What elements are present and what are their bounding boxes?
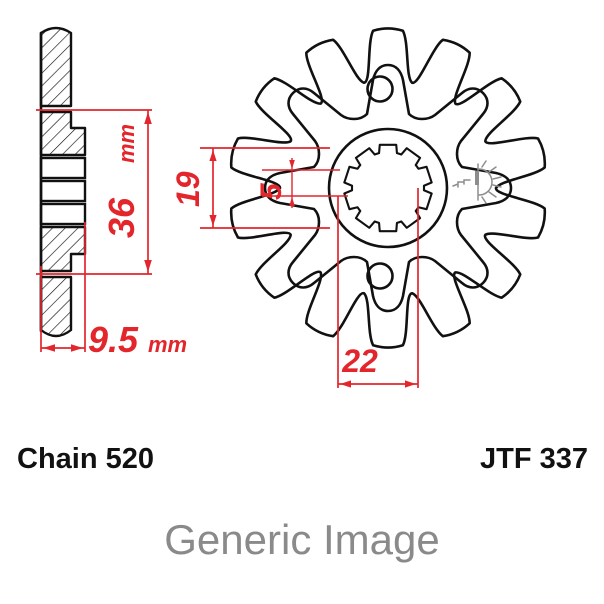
arrow-22-left <box>340 380 351 388</box>
part-number-label: JTF 337 <box>480 443 588 475</box>
dimension-36-unit: mm <box>114 124 139 163</box>
profile-web-upper <box>39 110 87 157</box>
arrow-22-right <box>405 380 416 388</box>
arrow-19-bottom <box>209 215 217 226</box>
arrow-36-bottom <box>144 260 152 272</box>
spline-bore-profile <box>343 143 433 233</box>
arrow-95-right <box>71 344 83 352</box>
profile-tooth-lower <box>39 275 73 338</box>
dimension-36mm: 36 mm <box>36 109 152 275</box>
generic-image-watermark: Generic Image <box>164 516 439 563</box>
mark-rays <box>481 160 502 204</box>
dimension-95-value: 9.5 <box>88 319 139 360</box>
dimension-19: 19 <box>170 147 330 229</box>
profile-tooth-upper <box>39 26 73 108</box>
arrow-5-top <box>289 160 295 169</box>
arrow-19-top <box>209 150 217 161</box>
dimension-22: 22 <box>337 188 419 388</box>
hub-bore-circle <box>327 127 449 249</box>
mark-sun-arc <box>478 168 493 196</box>
profile-web-lower <box>39 225 87 273</box>
dimension-19-value: 19 <box>170 171 206 207</box>
arrow-5-bottom <box>289 197 295 206</box>
sprocket-teeth-outline <box>263 63 513 313</box>
side-profile-view <box>39 26 87 338</box>
bolt-hole-top <box>366 75 394 103</box>
arrow-36-top <box>144 112 152 124</box>
arrow-95-left <box>43 344 55 352</box>
manufacturer-mark-icon <box>452 160 502 204</box>
dimension-9-5mm: 9.5 mm <box>40 222 187 360</box>
dimension-5-value: 5 <box>255 182 288 200</box>
chain-label: Chain 520 <box>17 443 154 475</box>
mark-left-glyph <box>452 179 471 188</box>
bolt-hole-bottom <box>366 262 394 290</box>
front-face-view <box>229 27 547 349</box>
mark-block <box>475 171 479 185</box>
dimension-22-value: 22 <box>341 343 378 379</box>
sprocket-body <box>229 27 547 349</box>
dimension-5: 5 <box>255 158 348 208</box>
dimension-95-unit: mm <box>148 332 187 357</box>
profile-section-body <box>39 26 87 338</box>
sprocket-outer-profile <box>229 27 547 349</box>
dimension-36-value: 36 <box>101 197 142 238</box>
profile-hub-bore <box>39 156 87 226</box>
